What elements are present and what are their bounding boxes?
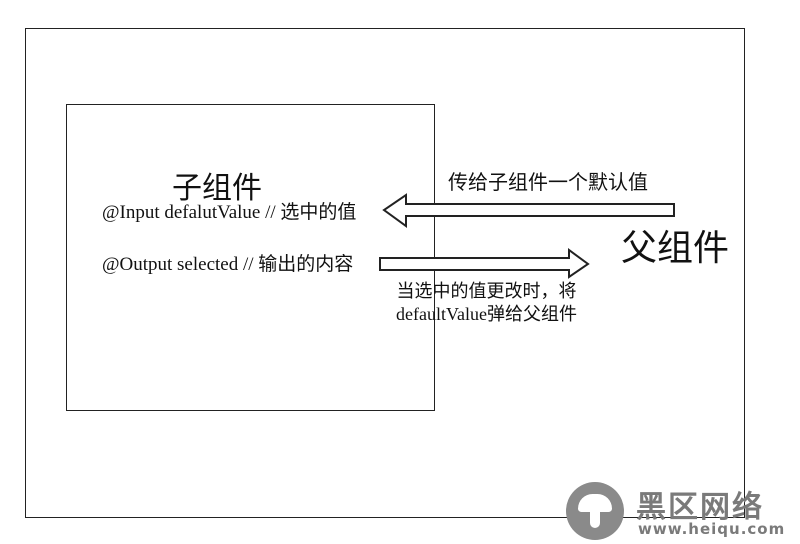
pass-default-label: 传给子组件一个默认值 xyxy=(448,170,648,194)
watermark-name: 黑区网络 xyxy=(636,490,764,525)
watermark: 黑区网络 www.heiqu.com xyxy=(566,482,796,540)
input-decorator-line: @Input defalutValue // 选中的值 xyxy=(102,202,357,223)
watermark-url: www.heiqu.com xyxy=(638,520,786,538)
arrow-to-child xyxy=(382,193,675,228)
parent-component-box xyxy=(25,28,745,518)
arrow-to-parent xyxy=(379,248,590,279)
emit-note-line-1: 当选中的值更改时，将 xyxy=(396,281,577,301)
mushroom-logo-icon xyxy=(566,482,624,540)
output-decorator-line: @Output selected // 输出的内容 xyxy=(102,254,354,275)
emit-to-parent-note: 当选中的值更改时，将 defaultValue弹给父组件 xyxy=(396,280,577,325)
parent-component-title: 父组件 xyxy=(621,228,730,269)
child-component-title: 子组件 xyxy=(172,171,262,206)
emit-note-line-2: defaultValue弹给父组件 xyxy=(396,303,577,324)
